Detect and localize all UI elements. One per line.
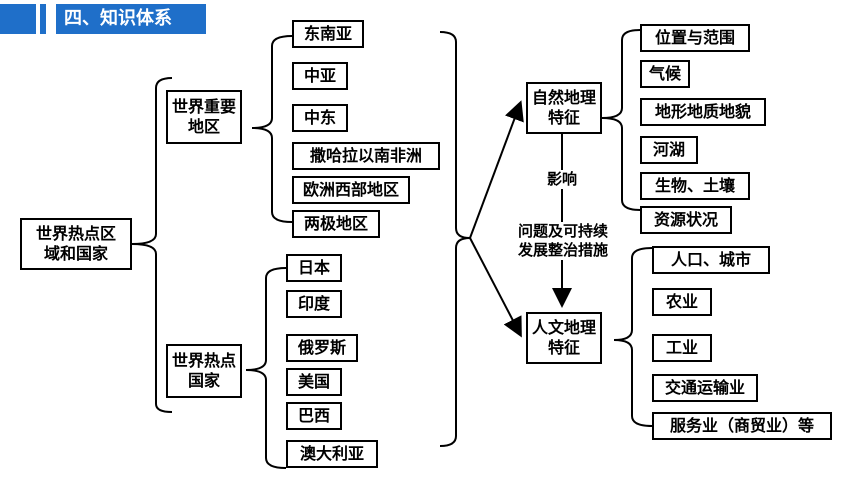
root-label: 世界热点区域和国家 [35,224,116,263]
root-brace [131,77,173,413]
country-item: 日本 [286,254,342,282]
human-item: 农业 [652,288,712,316]
regions-category-label: 世界重要地区 [171,97,236,136]
region-item: 中东 [292,104,348,132]
country-item: 印度 [286,290,342,318]
natural-features-box: 自然地理特征 [526,82,602,134]
natural-item: 地形地质地貌 [640,98,766,126]
country-item: 美国 [286,368,342,396]
influence-label: 影响 [540,170,584,189]
natural-item: 生物、土壤 [640,172,750,200]
human-item: 服务业（商贸业）等 [652,412,832,440]
region-item: 东南亚 [292,20,364,48]
human-features-box: 人文地理特征 [526,312,602,364]
regions-brace [251,35,293,223]
region-item: 两极地区 [292,210,380,238]
region-item: 欧洲西部地区 [292,176,410,204]
country-item: 巴西 [286,402,342,430]
human-features-label: 人文地理特征 [531,318,596,357]
header-accent-stripe [40,4,46,34]
root-box: 世界热点区域和国家 [20,218,132,270]
countries-category-box: 世界热点国家 [166,344,242,398]
regions-category-box: 世界重要地区 [166,90,242,144]
natural-item: 位置与范围 [640,24,750,52]
natural-item: 气候 [640,60,690,88]
natural-item: 资源状况 [640,206,732,234]
human-brace [613,247,653,427]
arrow-to-human [469,237,522,338]
natural-brace [601,29,641,211]
country-item: 俄罗斯 [286,334,358,362]
countries-brace [245,267,287,469]
human-item: 工业 [652,334,712,362]
region-item: 中亚 [292,62,348,90]
human-item: 交通运输业 [652,374,758,402]
middle-brace [439,31,471,447]
country-item: 澳大利亚 [286,440,378,468]
arrow-to-natural [469,100,524,239]
natural-item: 河湖 [640,136,698,164]
region-item: 撒哈拉以南非洲 [292,142,440,170]
human-item: 人口、城市 [652,246,770,274]
issues-label: 问题及可持续发展整治措施 [518,222,609,260]
natural-features-label: 自然地理特征 [531,88,596,127]
header-accent-bar [0,4,36,34]
section-title: 四、知识体系 [56,4,206,34]
countries-category-label: 世界热点国家 [171,351,236,390]
